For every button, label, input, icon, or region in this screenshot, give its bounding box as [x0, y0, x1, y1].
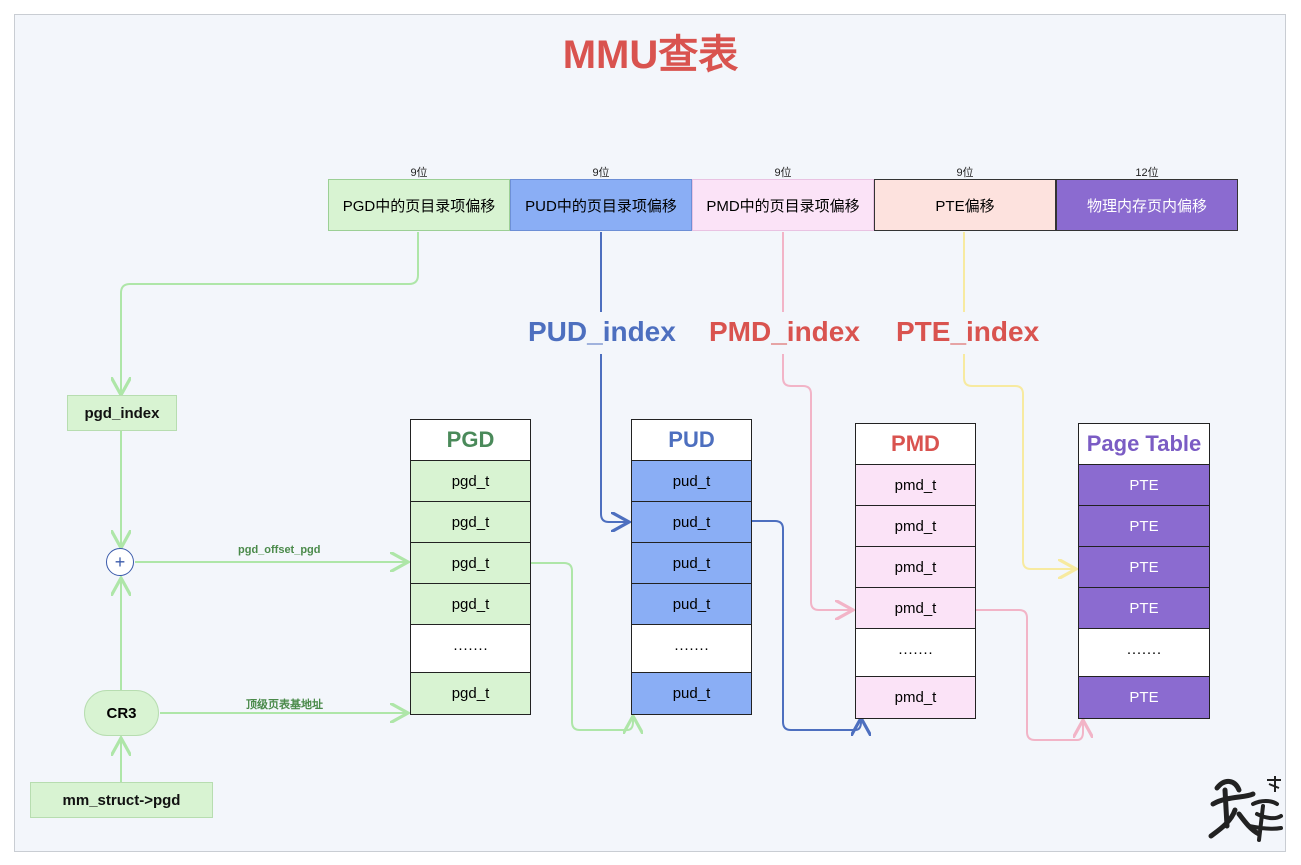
pte-index-label: PTE_index [896, 316, 1040, 347]
pmd-entry: pmd_t [856, 677, 975, 718]
pgd-entry: pgd_t [411, 502, 530, 543]
pmd-index-label: PMD_index [709, 316, 860, 347]
top-base-edge-label: 顶级页表基地址 [246, 699, 323, 711]
pud-entry-to-pmd-line [752, 520, 861, 730]
pud-bits-label: 9位 [592, 167, 610, 179]
pgd-entry: pgd_t [411, 461, 530, 502]
pmd-entry: pmd_t [856, 547, 975, 588]
pmd-entry-to-pt-line [976, 609, 1083, 741]
pte-ellipsis: ······· [1079, 629, 1209, 677]
pud-entry: pud_t [632, 502, 751, 543]
pte-bits-label: 9位 [956, 167, 974, 179]
brand-logo-icon [1208, 776, 1283, 842]
pud-table: PUD pud_t pud_t pud_t pud_t ······· pud_… [631, 419, 752, 715]
pte-offset-field: PTE偏移 [874, 179, 1056, 231]
offset-bits-label: 12位 [1135, 167, 1159, 179]
pgd-offset-edge-label: pgd_offset_pgd [238, 544, 321, 556]
pte-entry: PTE [1079, 588, 1209, 629]
pmd-entry: pmd_t [856, 588, 975, 629]
pmd-offset-field: PMD中的页目录项偏移 [692, 179, 874, 231]
pte-entry: PTE [1079, 547, 1209, 588]
pud-entry: pud_t [632, 461, 751, 502]
cr3-register: CR3 [84, 690, 159, 736]
pgd-entry-to-pud-line [531, 562, 633, 730]
pgd-bits-label: 9位 [410, 167, 428, 179]
pmd-bits-label: 9位 [774, 167, 792, 179]
pud-index-label: PUD_index [528, 316, 676, 347]
pud-entry: pud_t [632, 543, 751, 584]
diagram-title: MMU查表 [562, 33, 739, 77]
pte-entry: PTE [1079, 465, 1209, 506]
pmd-table-title: PMD [856, 424, 975, 465]
pgd-table-title: PGD [411, 420, 530, 461]
pte-entry: PTE [1079, 677, 1209, 718]
plus-icon: + [106, 548, 134, 576]
page-table: Page Table PTE PTE PTE PTE ······· PTE [1078, 423, 1210, 719]
mm-struct-pgd-box: mm_struct->pgd [30, 782, 213, 818]
pmd-ellipsis: ······· [856, 629, 975, 677]
pud-entry: pud_t [632, 584, 751, 625]
pgd-offset-field: PGD中的页目录项偏移 [328, 179, 510, 231]
pgd-entry: pgd_t [411, 584, 530, 625]
pmd-entry: pmd_t [856, 465, 975, 506]
pmd-table: PMD pmd_t pmd_t pmd_t pmd_t ······· pmd_… [855, 423, 976, 719]
pud-ellipsis: ······· [632, 625, 751, 673]
pgd-table: PGD pgd_t pgd_t pgd_t pgd_t ······· pgd_… [410, 419, 531, 715]
pgd-index-box: pgd_index [67, 395, 177, 431]
pgd-entry: pgd_t [411, 543, 530, 584]
pgd-ellipsis: ······· [411, 625, 530, 673]
pud-offset-field: PUD中的页目录项偏移 [510, 179, 692, 231]
page-offset-field: 物理内存页内偏移 [1056, 179, 1238, 231]
pgd-field-to-index-line [121, 232, 419, 393]
pte-entry: PTE [1079, 506, 1209, 547]
pud-entry: pud_t [632, 673, 751, 714]
pgd-entry: pgd_t [411, 673, 530, 714]
page-table-title: Page Table [1079, 424, 1209, 465]
pmd-entry: pmd_t [856, 506, 975, 547]
pud-table-title: PUD [632, 420, 751, 461]
